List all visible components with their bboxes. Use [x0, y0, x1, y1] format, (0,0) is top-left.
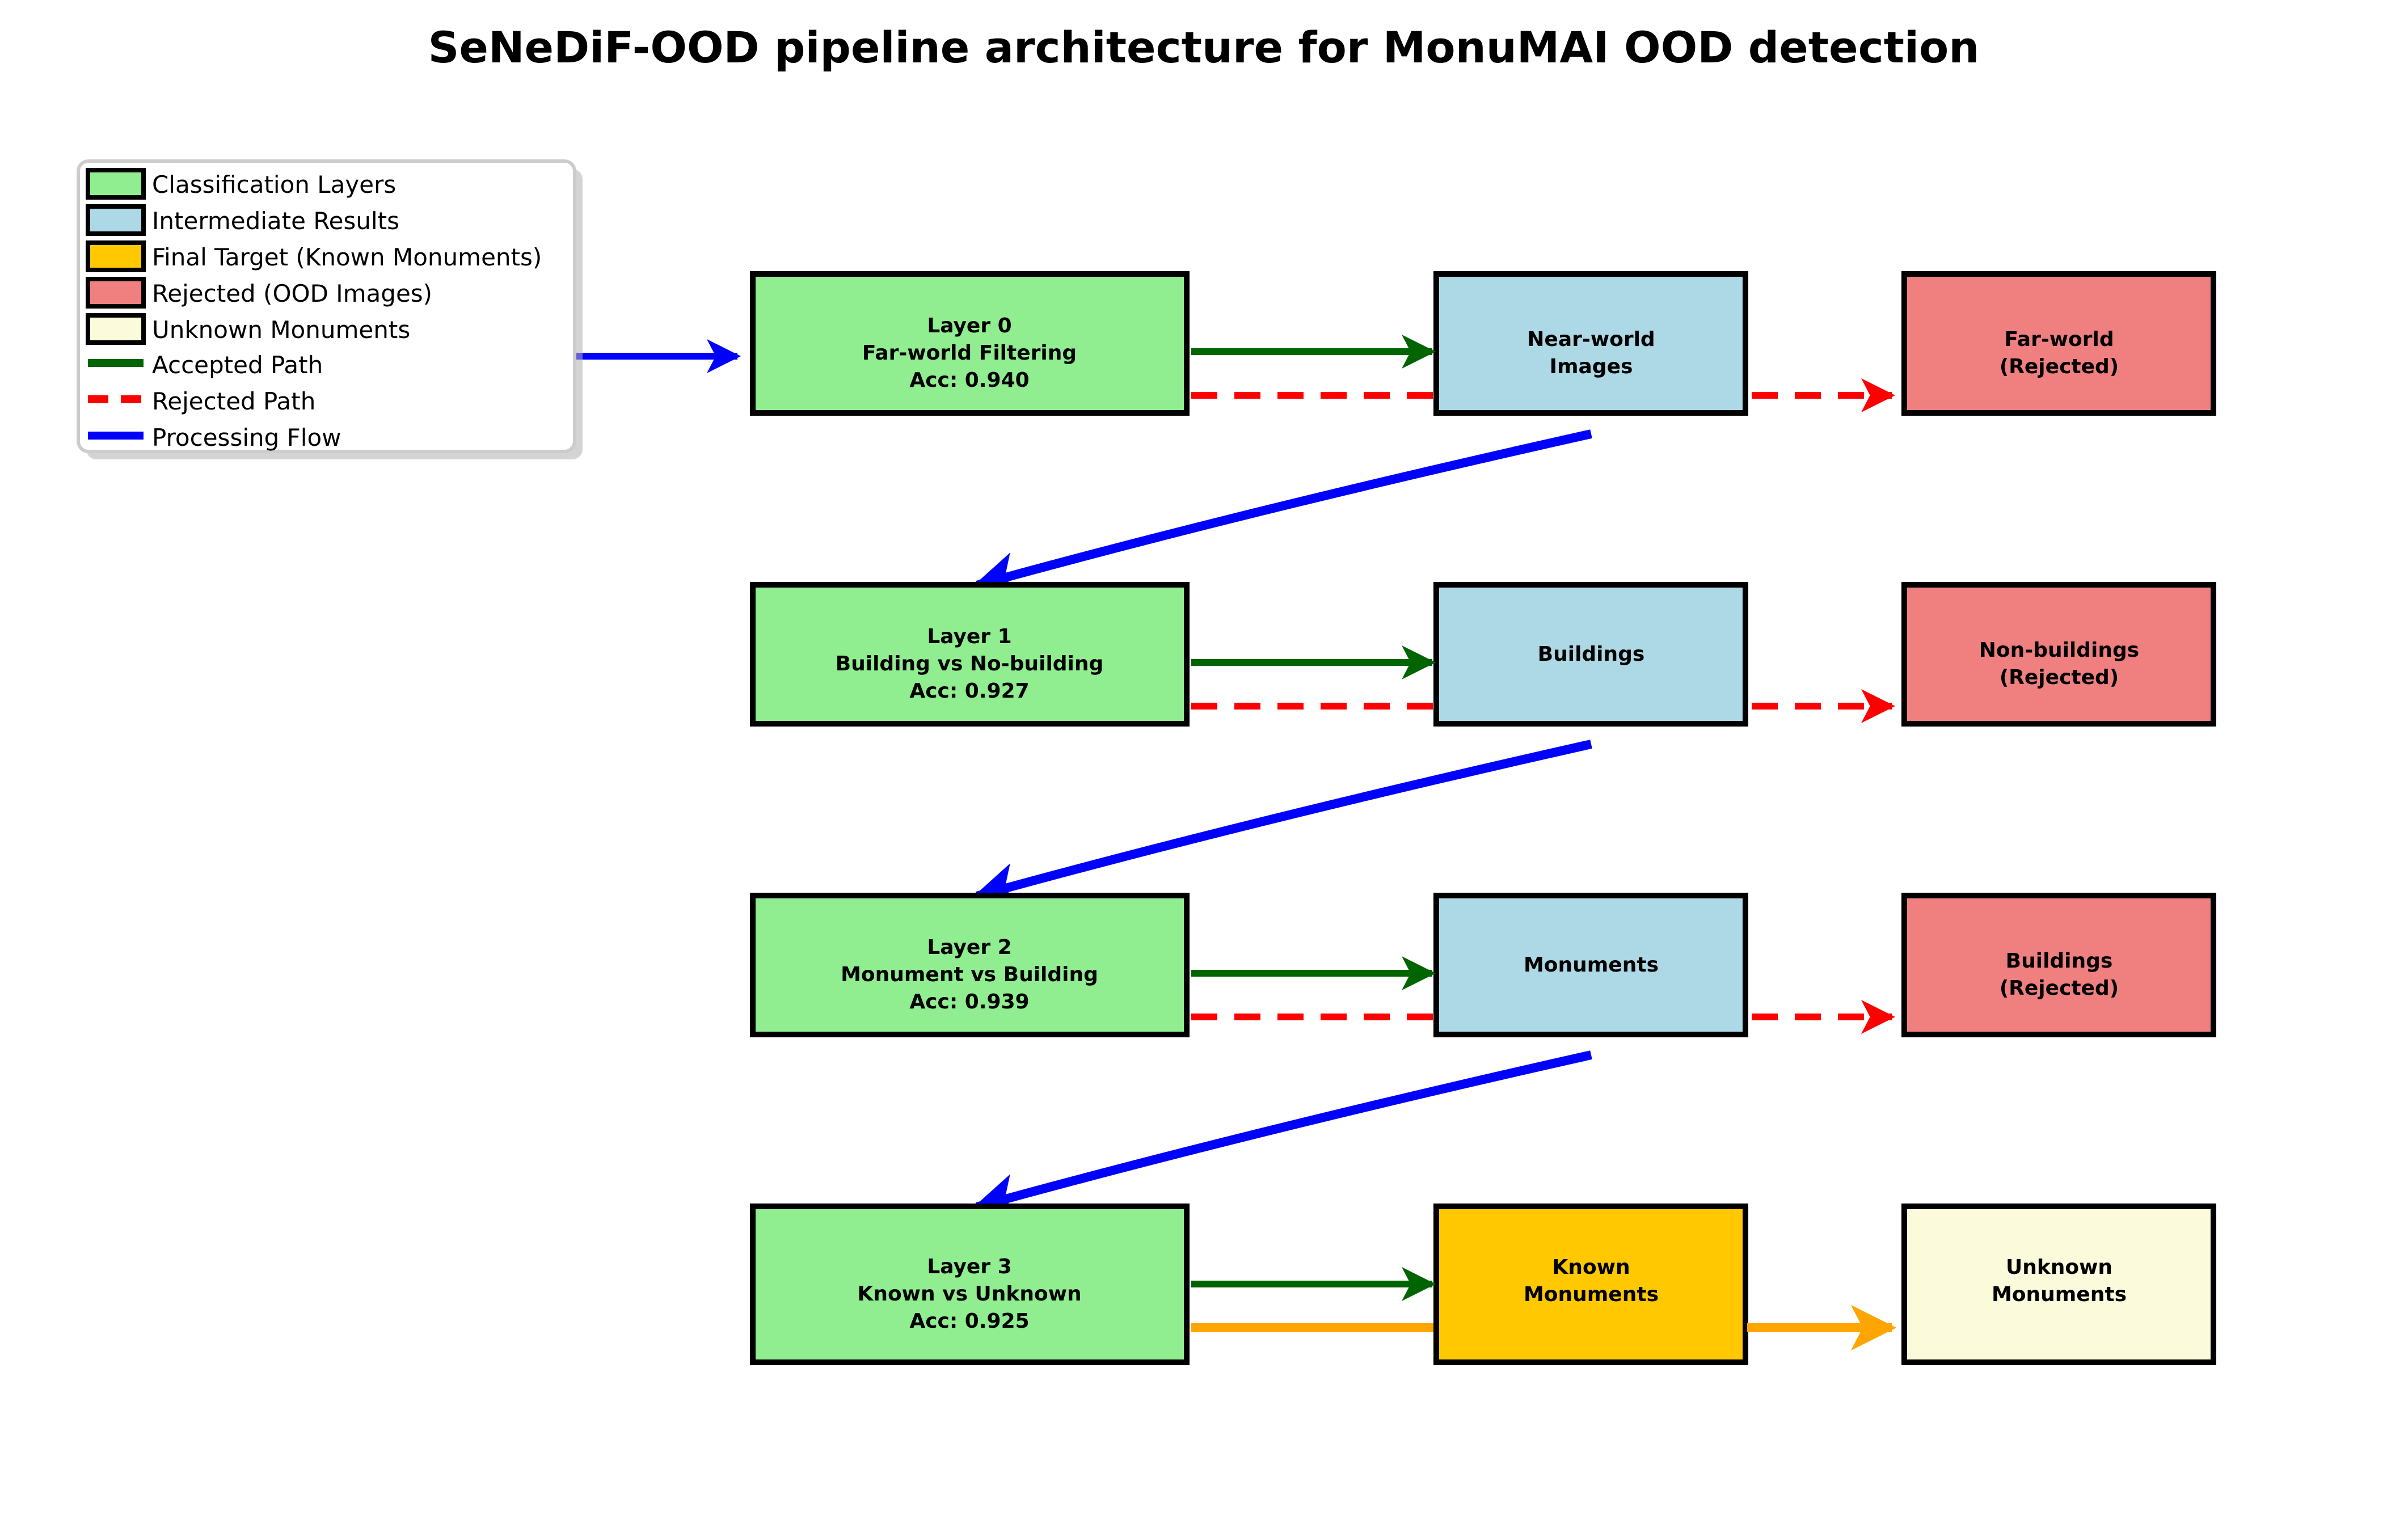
legend-label-4: Unknown Monuments	[152, 316, 410, 344]
legend-swatch-intermediate	[86, 204, 146, 236]
legend-label-1: Intermediate Results	[152, 207, 399, 235]
node-unknown-line-0: Unknown	[2006, 1256, 2112, 1279]
node-layer1-line-2: Acc: 0.927	[909, 679, 1029, 703]
node-layer1[interactable]: Layer 1 Building vs No-building Acc: 0.9…	[750, 582, 1190, 727]
node-nonbuildings-rejected[interactable]: Non-buildings (Rejected)	[1901, 582, 2216, 727]
legend-item-final-target[interactable]: Final Target (Known Monuments)	[86, 240, 542, 272]
legend-item-rejected[interactable]: Rejected (OOD Images)	[86, 277, 432, 309]
legend-label-5: Accepted Path	[152, 351, 323, 379]
legend-swatch-final-target	[86, 240, 146, 272]
node-known-line-1: Monuments	[1524, 1283, 1659, 1306]
node-unknown-line-1: Monuments	[1992, 1283, 2127, 1306]
node-layer0-line-2: Acc: 0.940	[909, 369, 1029, 392]
legend: Classification Layers Intermediate Resul…	[77, 159, 583, 459]
legend-item-unknown-monuments[interactable]: Unknown Monuments	[86, 313, 410, 345]
node-farworld-rejected[interactable]: Far-world (Rejected)	[1901, 271, 2216, 416]
legend-item-classification-layers[interactable]: Classification Layers	[86, 168, 396, 200]
legend-panel	[77, 159, 576, 453]
legend-swatch-classification	[86, 168, 146, 200]
edge-monuments-to-layer3	[972, 1050, 1592, 1218]
legend-label-2: Final Target (Known Monuments)	[152, 243, 542, 271]
legend-label-3: Rejected (OOD Images)	[152, 280, 432, 307]
legend-item-accepted-path[interactable]: Accepted Path	[88, 351, 323, 379]
node-layer0-line-1: Far-world Filtering	[862, 341, 1077, 365]
node-monuments[interactable]: Monuments	[1433, 893, 1748, 1037]
legend-swatch-rejected	[86, 277, 146, 309]
legend-label-7: Processing Flow	[152, 424, 341, 451]
node-buildings-rejected-line-1: (Rejected)	[2000, 977, 2119, 1000]
node-buildings-rejected[interactable]: Buildings (Rejected)	[1901, 893, 2216, 1037]
node-nonbuildings-line-0: Non-buildings	[1979, 639, 2139, 662]
node-monuments-line-0: Monuments	[1524, 953, 1659, 977]
legend-item-intermediate-results[interactable]: Intermediate Results	[86, 204, 399, 236]
node-unknown-monuments[interactable]: Unknown Monuments	[1901, 1204, 2216, 1365]
node-layer3[interactable]: Layer 3 Known vs Unknown Acc: 0.925	[750, 1204, 1190, 1365]
node-layer3-line-0: Layer 3	[927, 1255, 1011, 1278]
page-title: SeNeDiF-OOD pipeline architecture for Mo…	[428, 22, 1980, 73]
node-buildings-rejected-line-0: Buildings	[2006, 949, 2113, 973]
legend-item-processing-flow[interactable]: Processing Flow	[88, 424, 341, 451]
legend-swatch-unknown	[86, 313, 146, 345]
node-layer1-line-1: Building vs No-building	[836, 652, 1104, 675]
node-nearworld-line-0: Near-world	[1527, 328, 1655, 351]
node-layer3-line-2: Acc: 0.925	[909, 1310, 1029, 1333]
node-buildings-line-0: Buildings	[1538, 643, 1645, 666]
node-nearworld-images[interactable]: Near-world Images	[1433, 271, 1748, 416]
node-buildings[interactable]: Buildings	[1433, 582, 1748, 727]
legend-label-6: Rejected Path	[152, 387, 315, 415]
node-layer2-line-1: Monument vs Building	[841, 963, 1098, 986]
node-nearworld-line-1: Images	[1550, 355, 1633, 378]
node-layer0-line-0: Layer 0	[927, 314, 1011, 337]
node-nonbuildings-line-1: (Rejected)	[2000, 666, 2119, 689]
node-layer2-line-0: Layer 2	[927, 936, 1011, 959]
legend-label-0: Classification Layers	[152, 171, 396, 199]
node-known-monuments[interactable]: Known Monuments	[1433, 1204, 1748, 1365]
node-layer3-line-1: Known vs Unknown	[857, 1282, 1081, 1306]
node-layer1-line-0: Layer 1	[927, 625, 1011, 648]
node-layer2-line-2: Acc: 0.939	[909, 990, 1029, 1014]
node-known-line-0: Known	[1552, 1256, 1630, 1279]
legend-item-rejected-path[interactable]: Rejected Path	[88, 387, 315, 415]
node-layer2[interactable]: Layer 2 Monument vs Building Acc: 0.939	[750, 893, 1190, 1037]
node-layer0[interactable]: Layer 0 Far-world Filtering Acc: 0.940	[750, 271, 1190, 416]
node-farworld-line-0: Far-world	[2004, 328, 2114, 351]
edge-nearworld-to-layer1	[972, 429, 1592, 597]
node-farworld-line-1: (Rejected)	[2000, 355, 2119, 378]
edge-buildings-to-layer2	[972, 740, 1592, 907]
